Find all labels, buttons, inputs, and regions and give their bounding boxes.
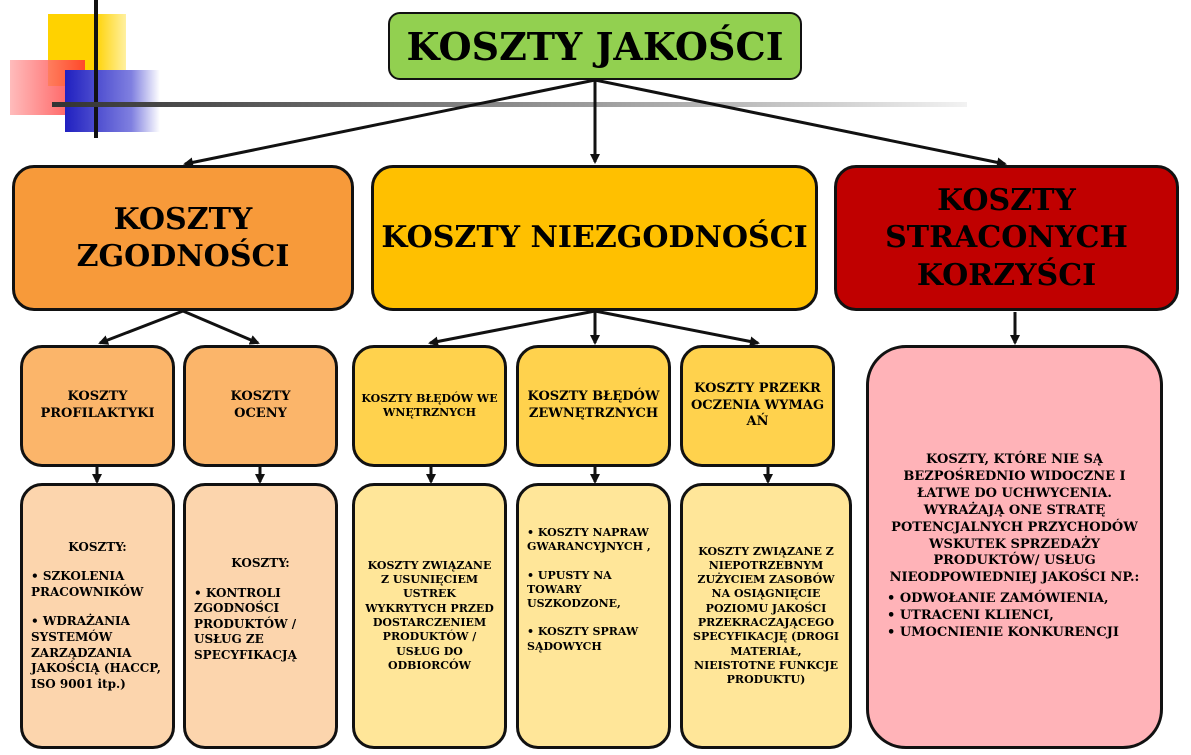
detail-straconych-item1: • ODWOŁANIE ZAMÓWIENIA, [887, 591, 1109, 607]
arrow-to-bledow-wewn [428, 309, 596, 347]
sub-przekroczenia: KOSZTY PRZEKROCZENIA WYMAGAŃ [680, 345, 835, 467]
arrow-to-oceny [182, 309, 260, 345]
vertical-line [94, 0, 98, 138]
detail-bledow-wewn: KOSZTY ZWIĄZANE Z USUNIĘCIEM USTREK WYKR… [352, 483, 507, 749]
detail-profilaktyki-item2: • WDRAŻANIA SYSTEMÓW ZARZĄDZANIA JAKOŚCI… [31, 614, 161, 691]
detail-oceny-heading: KOSZTY: [231, 556, 290, 570]
detail-profilaktyki-item1: • SZKOLENIA PRACOWNIKÓW [31, 569, 144, 599]
detail-straconych-item3: • UMOCNIENIE KONKURENCJI [887, 625, 1120, 640]
arrow-to-profilaktyki [98, 309, 184, 345]
detail-przekroczenia-text: KOSZTY ZWIĄZANE Z NIEPOTRZEBNYM ZUŻYCIEM… [693, 544, 839, 687]
category-zgodnosci-label: KOSZTY ZGODNOŚCI [76, 201, 290, 275]
category-straconych: KOSZTY STRACONYCH KORZYŚCI [834, 165, 1179, 311]
decorative-corner-ornament [0, 0, 1000, 140]
sub-oceny: KOSZTY OCENY [183, 345, 338, 467]
category-niezgodnosci-label: KOSZTY NIEZGODNOŚCI [381, 220, 808, 256]
detail-bledow-wewn-text: KOSZTY ZWIĄZANE Z USUNIĘCIEM USTREK WYKR… [365, 558, 494, 672]
page-title: KOSZTY JAKOŚCI [406, 23, 784, 69]
sub-profilaktyki-label: KOSZTY PROFILAKTYKI [40, 389, 155, 421]
detail-straconych-item2: • UTRACENI KLIENCI, [887, 608, 1054, 624]
category-zgodnosci: KOSZTY ZGODNOŚCI [12, 165, 354, 311]
detail-przekroczenia: KOSZTY ZWIĄZANE Z NIEPOTRZEBNYM ZUŻYCIEM… [680, 483, 852, 749]
detail-straconych: KOSZTY, KTÓRE NIE SĄ BEZPOŚREDNIO WIDOCZ… [866, 345, 1163, 749]
detail-straconych-intro: KOSZTY, KTÓRE NIE SĄ BEZPOŚREDNIO WIDOCZ… [889, 452, 1140, 586]
detail-bledow-zewn-item1: • KOSZTY NAPRAW GWARANCYJNYCH , [527, 526, 651, 554]
sub-bledow-zewn-label: KOSZTY BŁĘDÓW ZEWNĘTRZNYCH [527, 389, 660, 421]
arrow-title-to-zgodnosci [183, 78, 596, 168]
sub-bledow-wewn-label: KOSZTY BŁĘDÓW WEWNĘTRZNYCH [361, 391, 498, 419]
sub-bledow-wewn: KOSZTY BŁĘDÓW WEWNĘTRZNYCH [352, 345, 507, 467]
sub-oceny-label: KOSZTY OCENY [230, 389, 291, 421]
blue-square [65, 70, 160, 132]
detail-oceny: KOSZTY: • KONTROLI ZGODNOŚCI PRODUKTÓW /… [183, 483, 338, 749]
detail-bledow-zewn: • KOSZTY NAPRAW GWARANCYJNYCH , • UPUSTY… [516, 483, 671, 749]
detail-bledow-zewn-item3: • KOSZTY SPRAW SĄDOWYCH [527, 625, 639, 653]
sub-bledow-zewn: KOSZTY BŁĘDÓW ZEWNĘTRZNYCH [516, 345, 671, 467]
detail-bledow-zewn-item2: • UPUSTY NA TOWARY USZKODZONE, [527, 568, 621, 611]
sub-profilaktyki: KOSZTY PROFILAKTYKI [20, 345, 175, 467]
arrow-title-to-straconych [594, 78, 1007, 168]
sub-przekroczenia-label: KOSZTY PRZEKROCZENIA WYMAGAŃ [690, 380, 825, 430]
category-niezgodnosci: KOSZTY NIEZGODNOŚCI [371, 165, 818, 311]
arrow-to-przekroczenia [594, 309, 760, 347]
detail-oceny-item1: • KONTROLI ZGODNOŚCI PRODUKTÓW / USŁUG Z… [194, 585, 297, 662]
horizontal-line [52, 102, 967, 107]
title-box: KOSZTY JAKOŚCI [388, 12, 802, 80]
category-straconych-label: KOSZTY STRACONYCH KORZYŚCI [885, 182, 1128, 293]
detail-profilaktyki: KOSZTY: • SZKOLENIA PRACOWNIKÓW • WDRAŻA… [20, 483, 175, 749]
detail-profilaktyki-heading: KOSZTY: [68, 539, 127, 554]
